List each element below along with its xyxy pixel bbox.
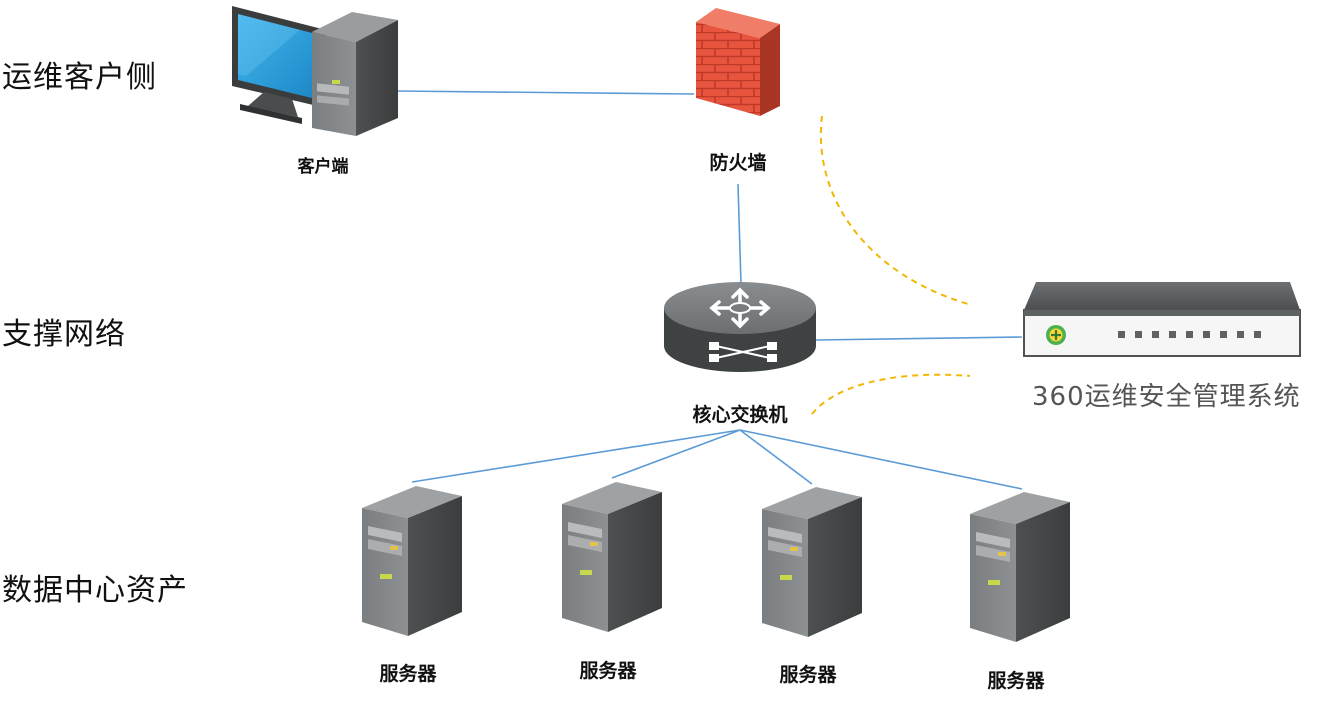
server-label: 服务器 xyxy=(987,670,1045,692)
tier-label-datacenter-assets: 数据中心资产 xyxy=(2,573,188,608)
brick-wall-icon xyxy=(696,8,780,116)
link-switch-server-3 xyxy=(739,429,813,485)
server-label: 服务器 xyxy=(579,660,637,682)
firewall-label: 防火墙 xyxy=(709,152,767,174)
desktop-computer-icon xyxy=(232,6,398,136)
tower-server-icon xyxy=(362,486,462,636)
dashed-arc-switch xyxy=(811,373,971,415)
link-switch-appliance xyxy=(815,336,1023,341)
rack-appliance-icon xyxy=(1023,282,1301,357)
link-switch-server-2 xyxy=(611,429,741,479)
link-switch-server-4 xyxy=(739,429,1023,490)
audit-arcs xyxy=(811,115,971,415)
link-switch-server-1 xyxy=(411,429,741,483)
dashed-arc-firewall xyxy=(819,115,969,305)
appliance-label: 360运维安全管理系统 xyxy=(1032,382,1301,412)
tier-label-support-network: 支撑网络 xyxy=(2,317,126,352)
tier-label-ops-client-side: 运维客户侧 xyxy=(2,60,157,95)
tower-server-icon xyxy=(562,482,662,632)
tower-server-icon xyxy=(970,492,1070,642)
core-switch-label: 核心交换机 xyxy=(692,404,788,426)
link-client-firewall xyxy=(395,90,695,95)
link-firewall-switch xyxy=(737,183,742,285)
tower-server-icon xyxy=(762,487,862,637)
server-label: 服务器 xyxy=(379,663,437,685)
server-label: 服务器 xyxy=(779,664,837,686)
network-switch-icon xyxy=(664,282,816,372)
client-label: 客户端 xyxy=(297,157,349,177)
connection-lines xyxy=(395,90,1023,490)
